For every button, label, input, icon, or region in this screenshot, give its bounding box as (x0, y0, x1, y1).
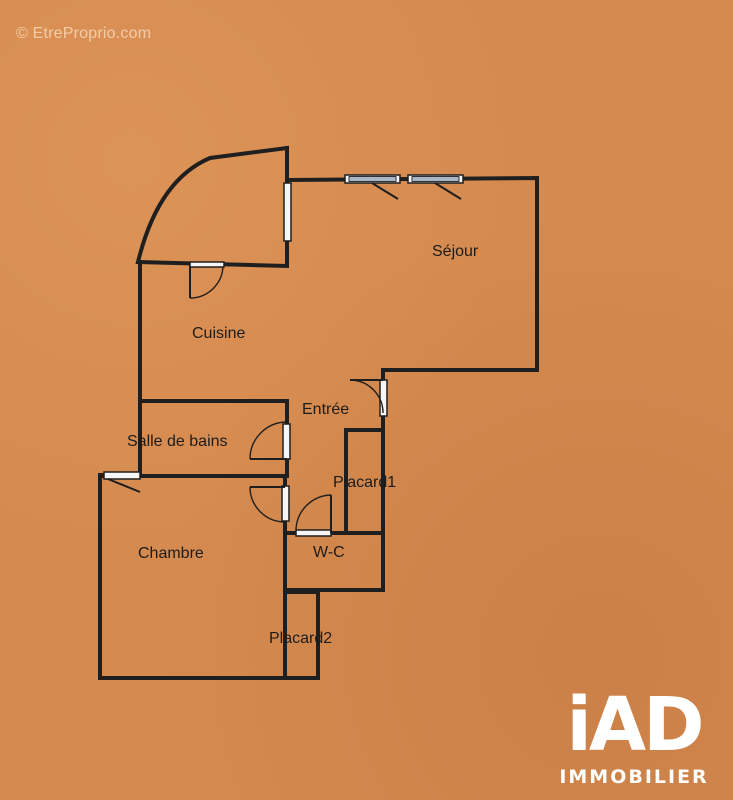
window-pane (348, 176, 397, 182)
iad-logo: iAD IMMOBILIER (549, 688, 719, 788)
door-swing (349, 379, 384, 414)
window (103, 471, 141, 480)
window-swing (434, 182, 462, 200)
room-label-sejour: Séjour (432, 243, 479, 260)
logo-mark: iAD (566, 682, 704, 768)
room-label-placard2: Placard2 (269, 630, 332, 647)
room-label-chambre: Chambre (138, 545, 204, 562)
door-frame (295, 529, 332, 537)
window (283, 182, 292, 242)
window-swing (107, 478, 141, 493)
window-swing (371, 182, 399, 200)
logo-subtitle: IMMOBILIER (559, 766, 709, 788)
placard2-wall (283, 590, 320, 680)
door-frame (282, 423, 291, 460)
door-frame (281, 485, 290, 522)
room-label-placard1: Placard1 (333, 474, 396, 491)
door-swing (189, 264, 224, 299)
room-label-wc: W-C (313, 544, 345, 561)
room-label-cuisine: Cuisine (192, 325, 245, 342)
door-frame (189, 261, 225, 268)
door-swing (295, 494, 332, 531)
bay-wall (137, 146, 289, 269)
room-label-entree: Entrée (302, 401, 349, 418)
outer-wall (98, 145, 539, 680)
door-swing (249, 421, 288, 460)
window-pane (411, 176, 460, 182)
door-swing (249, 486, 286, 523)
room-label-salle-de-bains: Salle de bains (127, 433, 228, 450)
placard1-wall (344, 428, 385, 532)
watermark: © EtreProprio.com (16, 25, 152, 42)
